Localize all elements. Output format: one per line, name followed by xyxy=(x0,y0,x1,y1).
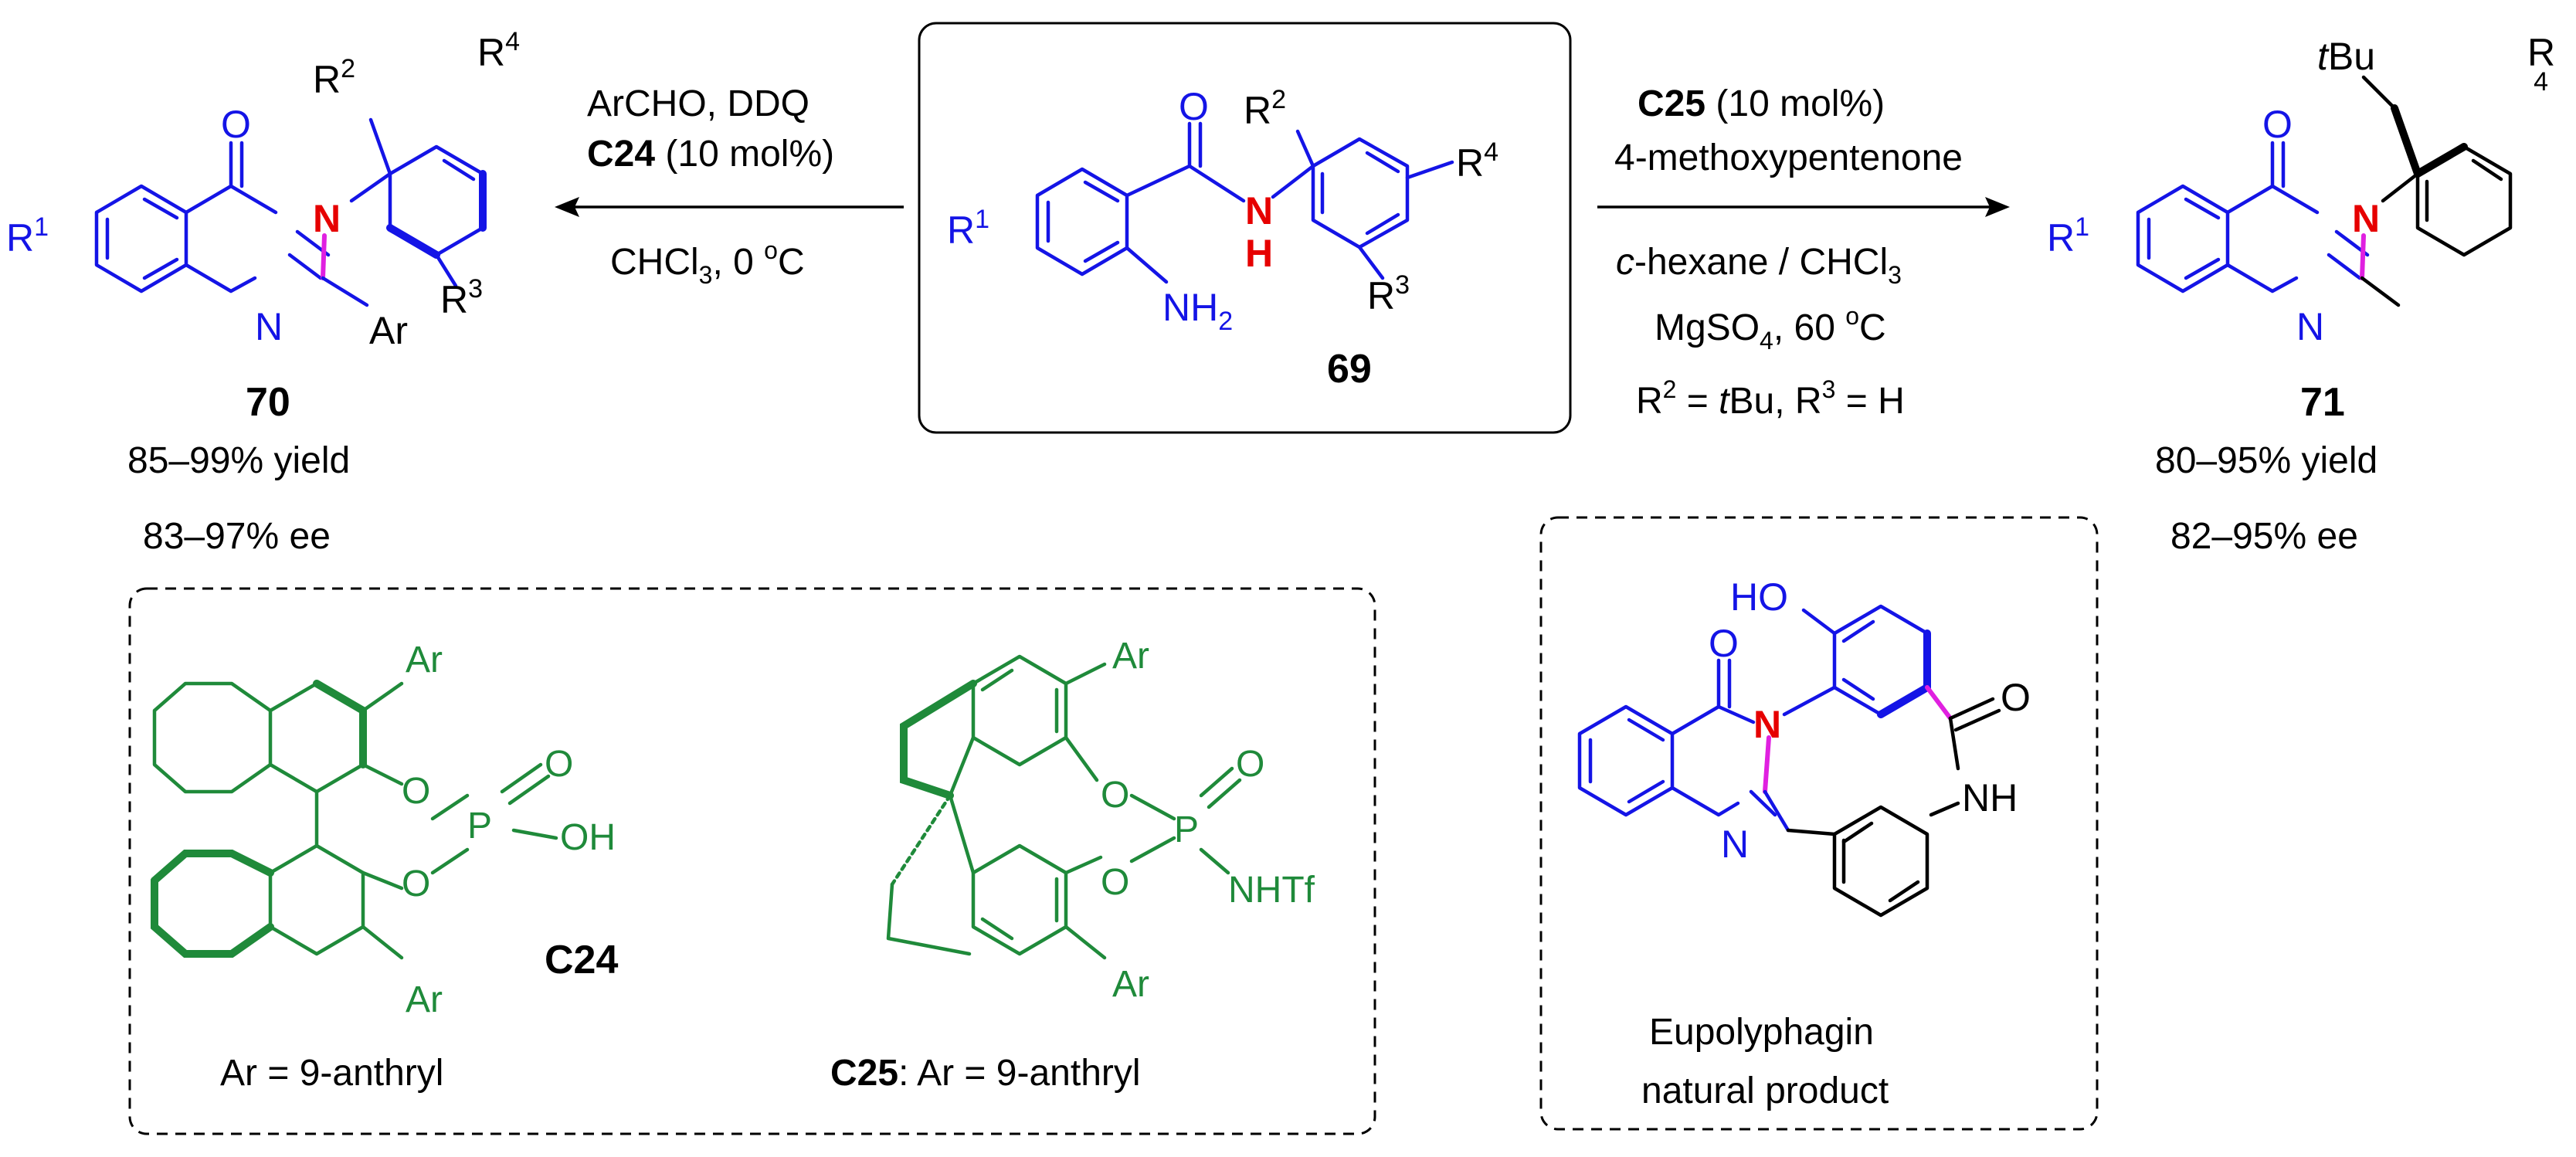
p71-o: O xyxy=(2262,103,2293,146)
starting-material-box xyxy=(918,22,1572,434)
c25-p: P xyxy=(1174,809,1199,850)
right-condition-3: c-hexane / CHCl3 xyxy=(1616,242,1902,289)
c25-o1: O xyxy=(1101,775,1129,816)
p70-n-red: N xyxy=(313,197,341,240)
p70-r2: R2 xyxy=(313,54,355,101)
np-n: N xyxy=(1721,823,1749,866)
c24-ar-top: Ar xyxy=(406,640,443,680)
c25-ar-top: Ar xyxy=(1112,636,1149,677)
compound-number-71: 71 xyxy=(2300,380,2345,425)
p70-ee: 83–97% ee xyxy=(143,516,331,557)
np-n-red: N xyxy=(1753,703,1781,746)
sm-r1: R1 xyxy=(947,205,989,252)
c24-o2: O xyxy=(545,744,573,785)
arrow-head-left xyxy=(555,197,579,217)
np-o1: O xyxy=(1709,622,1739,665)
sm-r2: R2 xyxy=(1244,85,1286,132)
c25-note: C25: Ar = 9-anthryl xyxy=(830,1053,1141,1094)
p71-n-red: N xyxy=(2352,197,2380,240)
c25-o3: O xyxy=(1101,862,1129,903)
c24-ar-bot: Ar xyxy=(406,979,443,1020)
structure-c24 xyxy=(151,680,558,960)
p70-n: N xyxy=(255,305,283,348)
c25-name: C25 xyxy=(830,1053,898,1094)
c24-oh: OH xyxy=(560,817,616,858)
sm-h: H xyxy=(1245,232,1273,275)
np-o2: O xyxy=(2001,676,2031,719)
np-name: Eupolyphagin xyxy=(1649,1012,1874,1053)
c24-p: P xyxy=(467,806,492,847)
structure-69 xyxy=(1035,121,1454,284)
p71-n: N xyxy=(2296,305,2324,348)
c25-ar-bot: Ar xyxy=(1112,964,1149,1005)
left-condition-3: CHCl3, 0 oC xyxy=(610,236,805,289)
p70-r1: R1 xyxy=(6,212,49,260)
p70-yield: 85–99% yield xyxy=(127,440,350,481)
sm-o: O xyxy=(1179,85,1209,128)
right-condition-1: C25 (10 mol%) xyxy=(1638,83,1885,124)
sm-nh2: NH2 xyxy=(1162,286,1233,336)
p70-o: O xyxy=(221,103,251,146)
np-nh: NH xyxy=(1962,776,2018,819)
c24-name: C24 xyxy=(545,938,618,982)
c24-o3: O xyxy=(402,864,430,904)
structure-71 xyxy=(2136,75,2513,307)
right-condition-2: 4-methoxypentenone xyxy=(1614,137,1963,178)
right-condition-5: R2 = tBu, R3 = H xyxy=(1636,375,1905,422)
p70-ar: Ar xyxy=(369,309,408,352)
sm-r4: R4 xyxy=(1456,137,1498,185)
p71-yield: 80–95% yield xyxy=(2155,440,2377,481)
c25-nhtf: NHTf xyxy=(1228,870,1315,911)
c24-o1: O xyxy=(402,771,430,812)
structure-eupolyphagin xyxy=(1577,604,2001,918)
p70-r3: R3 xyxy=(440,274,483,321)
p70-r4: R4 xyxy=(477,27,520,74)
right-condition-4: MgSO4, 60 oC xyxy=(1655,302,1886,355)
p71-ee: 82–95% ee xyxy=(2170,516,2358,557)
np-ho: HO xyxy=(1730,575,1788,619)
p71-r1: R1 xyxy=(2047,212,2089,260)
arrow-head-right xyxy=(1985,197,2010,217)
natural-product-box xyxy=(1539,516,2099,1131)
p71-tbu: tBu xyxy=(2317,35,2375,78)
left-condition-1: ArCHO, DDQ xyxy=(587,83,809,124)
structure-c25 xyxy=(886,654,1242,960)
catalyst-box xyxy=(128,587,1376,1135)
sm-n: N xyxy=(1245,189,1273,232)
left-condition-2: C24 (10 mol%) xyxy=(587,134,834,175)
np-caption: natural product xyxy=(1641,1070,1889,1111)
compound-number-70: 70 xyxy=(246,380,290,425)
compound-number-69: 69 xyxy=(1327,347,1372,392)
structure-70 xyxy=(94,117,487,307)
c25-note-text: : Ar = 9-anthryl xyxy=(898,1053,1140,1094)
c25-o2: O xyxy=(1236,744,1264,785)
sm-r3: R3 xyxy=(1367,270,1410,317)
c24-note: Ar = 9-anthryl xyxy=(220,1053,443,1094)
